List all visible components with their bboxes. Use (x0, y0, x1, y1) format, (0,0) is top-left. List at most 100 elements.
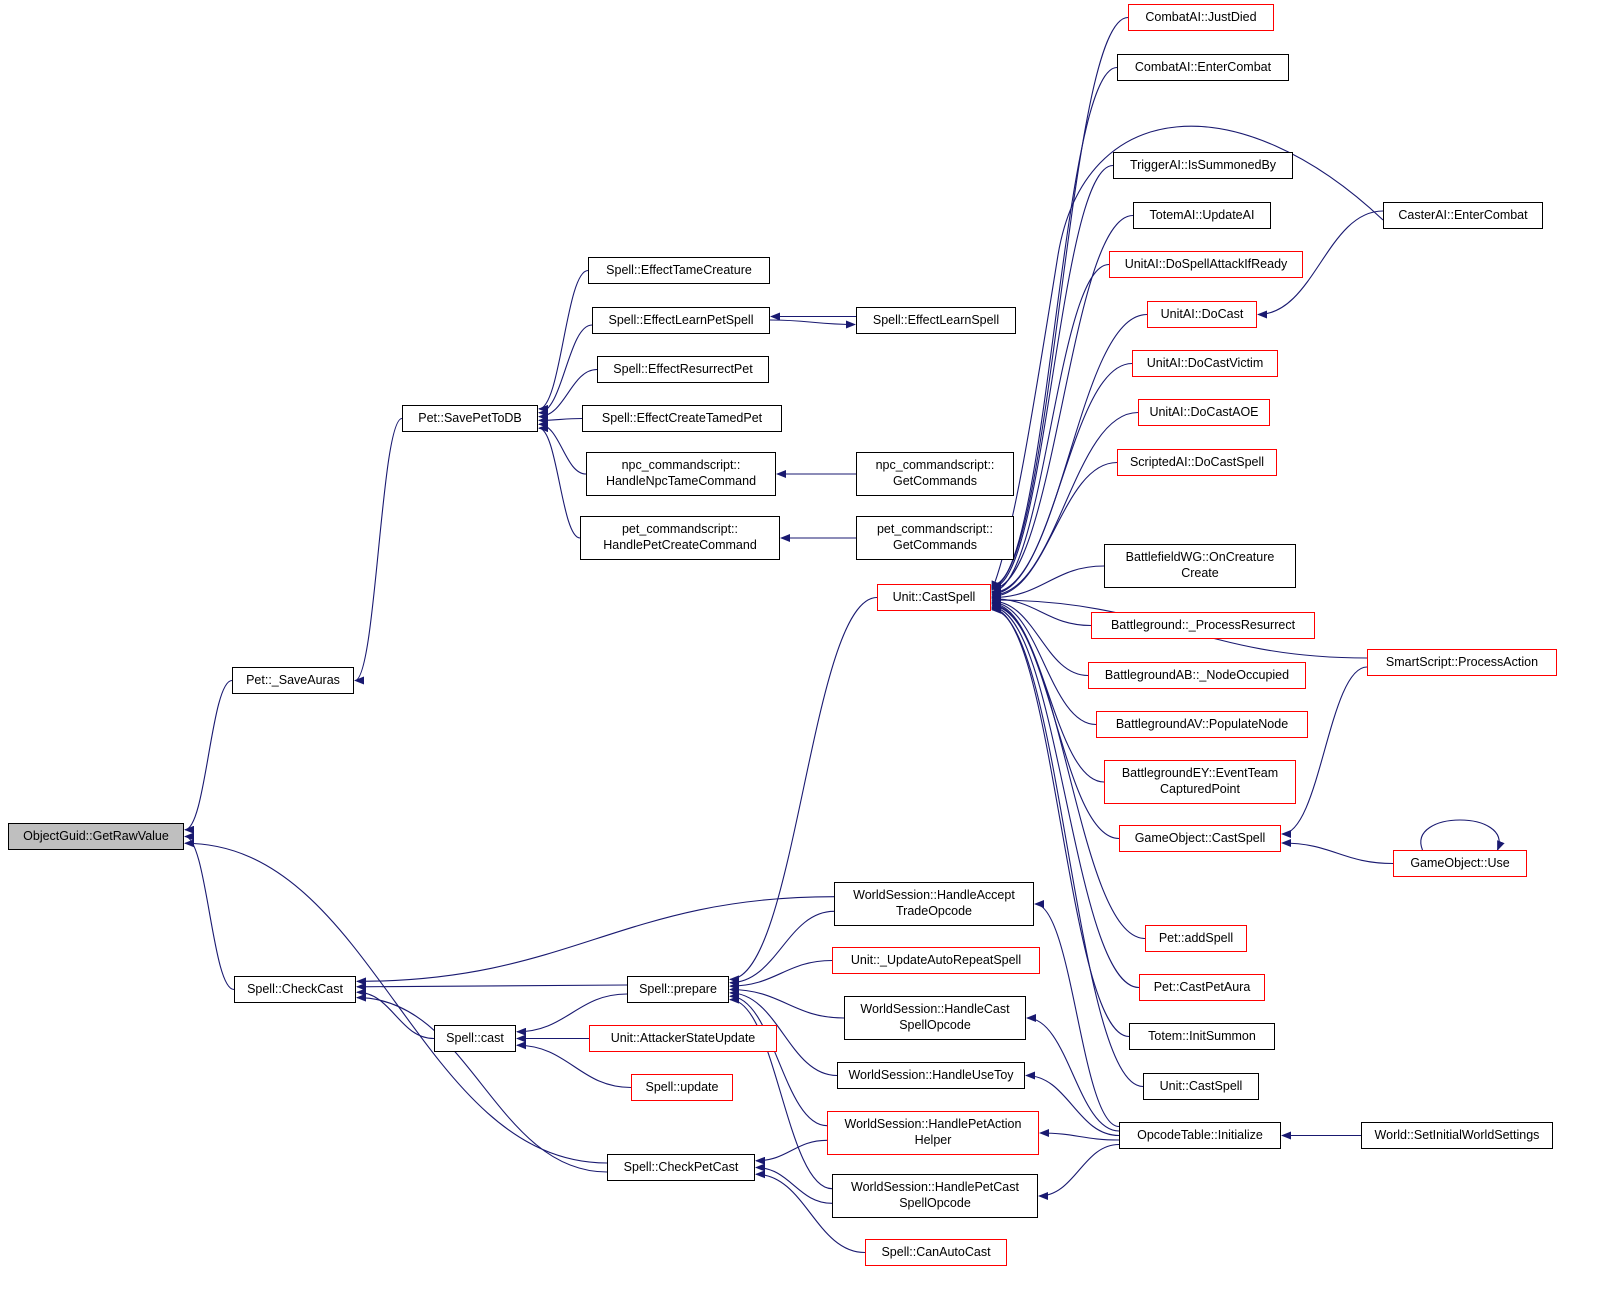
edge-EffectResurrectPet-SavePetToDB (538, 368, 598, 421)
edge-SavePetToDB-SaveAuras (354, 417, 403, 685)
graph-node-ProcessAction[interactable]: SmartScript::ProcessAction (1367, 649, 1557, 676)
edge-CheckPetCast-GetRawValue (184, 839, 608, 1164)
edge-OpcodeInit-HandlePetCastSpellOpcode (1038, 1143, 1120, 1200)
graph-node-InitSummon[interactable]: Totem::InitSummon (1129, 1023, 1275, 1050)
edge-UpdateAutoRepeatSpell-Prepare (729, 959, 833, 991)
edge-ProcessAction-GOCastSpell (1281, 666, 1368, 838)
graph-node-Cast[interactable]: Spell::cast (434, 1025, 516, 1052)
graph-node-PopulateNode[interactable]: BattlegroundAV::PopulateNode (1096, 711, 1308, 738)
graph-node-HandleNpcTameCommand[interactable]: npc_commandscript:: HandleNpcTameCommand (586, 452, 776, 496)
edge-HandleAcceptTrade-CheckCast (356, 896, 835, 986)
edge-OpcodeInit-HandleCastSpellOpcode (1026, 1014, 1120, 1132)
edge-CasterEnterCombat-CastSpell (991, 125, 1384, 592)
graph-node-SetInitialWorldSettings[interactable]: World::SetInitialWorldSettings (1361, 1122, 1553, 1149)
graph-node-GetRawValue: ObjectGuid::GetRawValue (8, 823, 184, 850)
edge-Prepare-Cast (516, 993, 628, 1036)
graph-node-SaveAuras[interactable]: Pet::_SaveAuras (232, 667, 354, 694)
graph-node-EffectCreateTamedPet[interactable]: Spell::EffectCreateTamedPet (582, 405, 782, 432)
graph-node-GOCastSpell[interactable]: GameObject::CastSpell (1119, 825, 1281, 852)
graph-node-DoCastVictim[interactable]: UnitAI::DoCastVictim (1132, 350, 1278, 377)
graph-node-NpcGetCommands[interactable]: npc_commandscript:: GetCommands (856, 452, 1014, 496)
edge-CastSpell-Prepare (729, 596, 878, 984)
edge-OpcodeInit-HandleUseToy (1025, 1071, 1120, 1137)
edge-GOUse-GOCastSpell (1281, 839, 1394, 865)
edge-CasterEnterCombat-DoCast (1257, 210, 1384, 319)
edge-Cast-CheckCast (356, 988, 435, 1040)
edge-HandlePetCreateCommand-SavePetToDB (538, 424, 581, 539)
edge-CheckPetCast-CheckCast (356, 993, 608, 1173)
graph-node-CastSpell2[interactable]: Unit::CastSpell (1143, 1073, 1259, 1100)
edge-DoCastVictim-CastSpell (991, 362, 1133, 598)
graph-node-Prepare[interactable]: Spell::prepare (627, 976, 729, 1003)
edge-CastPetAura-CastSpell (991, 603, 1140, 989)
edge-EffectTameCreature-SavePetToDB (538, 269, 589, 413)
graph-node-JustDied[interactable]: CombatAI::JustDied (1128, 4, 1274, 31)
edge-DoCastSpell-CastSpell (991, 461, 1118, 601)
edge-CanAutoCast-CheckPetCast (755, 1170, 866, 1254)
edge-DoSpellAttackIfReady-CastSpell (991, 263, 1110, 596)
edge-JustDied-CastSpell (991, 16, 1129, 590)
graph-node-UpdateAutoRepeatSpell[interactable]: Unit::_UpdateAutoRepeatSpell (832, 947, 1040, 974)
edge-AddSpell-CastSpell (991, 602, 1146, 940)
graph-node-EffectLearnSpell[interactable]: Spell::EffectLearnSpell (856, 307, 1016, 334)
graph-node-TotemUpdateAI[interactable]: TotemAI::UpdateAI (1133, 202, 1271, 229)
graph-node-HandleUseToy[interactable]: WorldSession::HandleUseToy (837, 1062, 1025, 1089)
graph-node-NodeOccupied[interactable]: BattlegroundAB::_NodeOccupied (1088, 662, 1306, 689)
edge-HandlePetActionHelper-CheckPetCast (755, 1139, 828, 1165)
graph-node-OnCreatureCreate[interactable]: BattlefieldWG::OnCreature Create (1104, 544, 1296, 588)
edge-Update-Cast (516, 1041, 632, 1089)
graph-node-Update[interactable]: Spell::update (631, 1074, 733, 1101)
graph-node-HandleAcceptTrade[interactable]: WorldSession::HandleAccept TradeOpcode (834, 882, 1034, 926)
edge-TotemUpdateAI-CastSpell (991, 214, 1134, 593)
graph-node-AttackerStateUpdate[interactable]: Unit::AttackerStateUpdate (589, 1025, 777, 1052)
graph-node-AddSpell[interactable]: Pet::addSpell (1145, 925, 1247, 952)
edge-EventTeamCapturedPoint-CastSpell (991, 599, 1105, 783)
edge-SaveAuras-GetRawValue (184, 679, 233, 834)
graph-node-EffectTameCreature[interactable]: Spell::EffectTameCreature (588, 257, 770, 284)
graph-node-PetGetCommands[interactable]: pet_commandscript:: GetCommands (856, 516, 1014, 560)
graph-node-IsSummonedBy[interactable]: TriggerAI::IsSummonedBy (1113, 152, 1293, 179)
graph-node-DoSpellAttackIfReady[interactable]: UnitAI::DoSpellAttackIfReady (1109, 251, 1303, 278)
edge-Prepare-CheckCast (356, 982, 628, 991)
edge-EffectCreateTamedPet-SavePetToDB (538, 416, 583, 425)
edge-CastSpell2-CastSpell (991, 605, 1144, 1088)
edge-CheckCast-GetRawValue (184, 832, 235, 991)
edge-GOUse-GOUse (1420, 819, 1505, 851)
graph-node-GOUse[interactable]: GameObject::Use (1393, 850, 1527, 877)
edge-NodeOccupied-CastSpell (991, 597, 1089, 677)
graph-node-CheckCast[interactable]: Spell::CheckCast (234, 976, 356, 1003)
graph-node-EffectLearnPetSpell[interactable]: Spell::EffectLearnPetSpell (592, 307, 770, 334)
graph-node-SavePetToDB[interactable]: Pet::SavePetToDB (402, 405, 538, 432)
edge-EffectLearnPetSpell-EffectLearnSpell (769, 319, 856, 329)
graph-node-ProcessResurrect[interactable]: Battleground::_ProcessResurrect (1091, 612, 1315, 639)
edge-HandleUseToy-Prepare (729, 988, 838, 1077)
edge-PopulateNode-CastSpell (991, 598, 1097, 726)
graph-node-DoCastSpell[interactable]: ScriptedAI::DoCastSpell (1117, 449, 1277, 476)
graph-node-CheckPetCast[interactable]: Spell::CheckPetCast (607, 1154, 755, 1181)
graph-node-HandlePetActionHelper[interactable]: WorldSession::HandlePetAction Helper (827, 1111, 1039, 1155)
graph-node-OpcodeInit[interactable]: OpcodeTable::Initialize (1119, 1122, 1281, 1149)
graph-node-CasterEnterCombat[interactable]: CasterAI::EnterCombat (1383, 202, 1543, 229)
edge-EffectLearnPetSpell-SavePetToDB (538, 324, 593, 417)
graph-node-EventTeamCapturedPoint[interactable]: BattlegroundEY::EventTeam CapturedPoint (1104, 760, 1296, 804)
edge-OnCreatureCreate-CastSpell (991, 565, 1105, 602)
edge-DoCast-CastSpell (991, 313, 1148, 597)
graph-node-EffectResurrectPet[interactable]: Spell::EffectResurrectPet (597, 356, 769, 383)
edge-HandlePetCastSpellOpcode-CheckPetCast (755, 1163, 833, 1204)
graph-node-EnterCombat[interactable]: CombatAI::EnterCombat (1117, 54, 1289, 81)
edge-DoCastAOE-CastSpell (991, 411, 1139, 600)
graph-node-CastPetAura[interactable]: Pet::CastPetAura (1139, 974, 1265, 1001)
graph-node-CastSpell[interactable]: Unit::CastSpell (877, 584, 991, 611)
graph-node-DoCast[interactable]: UnitAI::DoCast (1147, 301, 1257, 328)
edge-OpcodeInit-HandleAcceptTrade (1034, 900, 1120, 1128)
graph-node-HandlePetCreateCommand[interactable]: pet_commandscript:: HandlePetCreateComma… (580, 516, 780, 560)
graph-node-HandlePetCastSpellOpcode[interactable]: WorldSession::HandlePetCast SpellOpcode (832, 1174, 1038, 1218)
edge-IsSummonedBy-CastSpell (991, 164, 1114, 592)
graph-node-DoCastAOE[interactable]: UnitAI::DoCastAOE (1138, 399, 1270, 426)
edge-HandleCastSpellOpcode-Prepare (729, 985, 845, 1019)
graph-node-CanAutoCast[interactable]: Spell::CanAutoCast (865, 1239, 1007, 1266)
graph-node-HandleCastSpellOpcode[interactable]: WorldSession::HandleCast SpellOpcode (844, 996, 1026, 1040)
edge-HandleNpcTameCommand-SavePetToDB (538, 420, 587, 475)
